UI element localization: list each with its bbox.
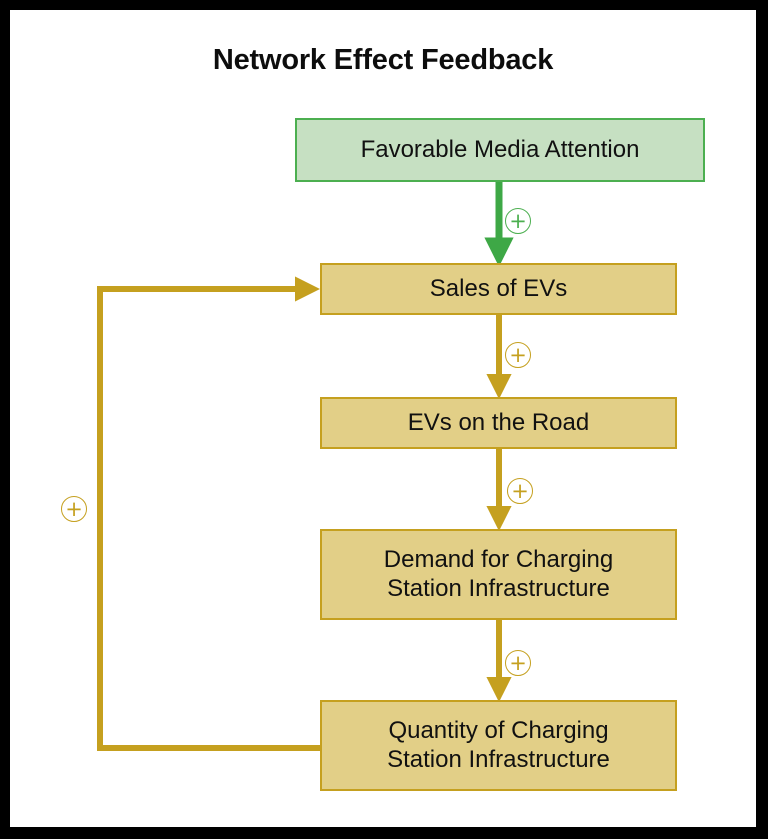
node-label: Sales of EVs — [429, 274, 568, 302]
polarity-sign-feedback-loop: + — [61, 496, 87, 522]
node-label-line-1: Demand for Charging — [383, 546, 614, 574]
node-label-line-2: Station Infrastructure — [387, 745, 610, 773]
node-quantity-of-charging-station-infrastructure[interactable]: Quantity of Charging Station Infrastruct… — [320, 700, 677, 791]
node-label: Quantity of Charging Station Infrastruct… — [387, 717, 610, 774]
node-evs-on-the-road[interactable]: EVs on the Road — [320, 397, 677, 449]
node-label: Favorable Media Attention — [360, 135, 640, 163]
diagram-canvas: Network Effect Feedback — [10, 10, 756, 827]
node-sales-of-evs[interactable]: Sales of EVs — [320, 263, 677, 315]
node-demand-for-charging-station-infrastructure[interactable]: Demand for Charging Station Infrastructu… — [320, 529, 677, 620]
node-favorable-media-attention[interactable]: Favorable Media Attention — [295, 118, 705, 182]
node-label: EVs on the Road — [407, 408, 590, 436]
node-label: Demand for Charging Station Infrastructu… — [384, 546, 613, 603]
polarity-sign-demand-to-quantity: + — [505, 650, 531, 676]
polarity-sign-media-to-sales: + — [505, 208, 531, 234]
page-title: Network Effect Feedback — [212, 44, 554, 76]
polarity-sign-sales-to-evsroad: + — [505, 342, 531, 368]
node-label-line-1: Quantity of Charging — [388, 717, 609, 745]
polarity-sign-evsroad-to-demand: + — [507, 478, 533, 504]
edge-quantity-to-sales-feedback-loop — [97, 276, 321, 751]
node-label-line-2: Station Infrastructure — [387, 574, 610, 602]
